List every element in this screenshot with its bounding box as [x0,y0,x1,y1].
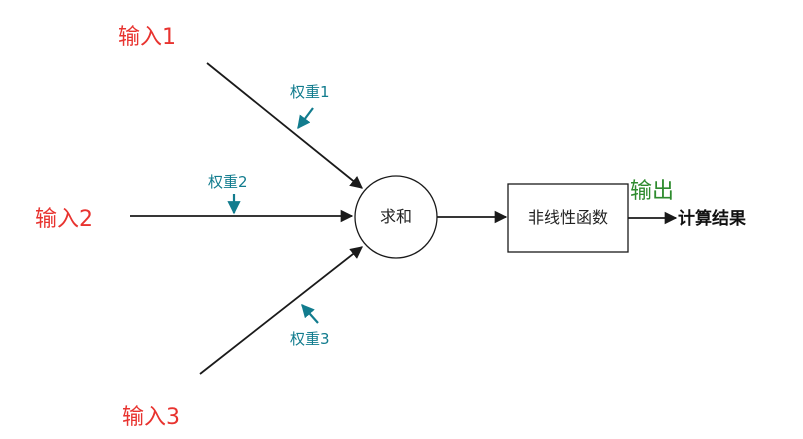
weight-3-pointer [301,304,319,324]
input-1-label: 输入1 [118,25,176,50]
sum-node-label: 求和 [380,207,412,226]
activation-node-label: 非线性函数 [528,208,608,227]
weight-1-label: 权重1 [290,83,330,101]
input-3-label: 输入3 [122,405,180,430]
weight-3-label: 权重3 [290,330,330,348]
input-2-label: 输入2 [35,207,93,232]
input-1-edge [206,62,363,189]
weight-1-pointer [297,107,314,130]
output-label: 输出 [630,179,674,204]
result-label: 计算结果 [678,208,746,229]
input-3-edge [199,246,363,375]
activation-node [507,183,629,253]
weight-2-label: 权重2 [208,173,248,191]
